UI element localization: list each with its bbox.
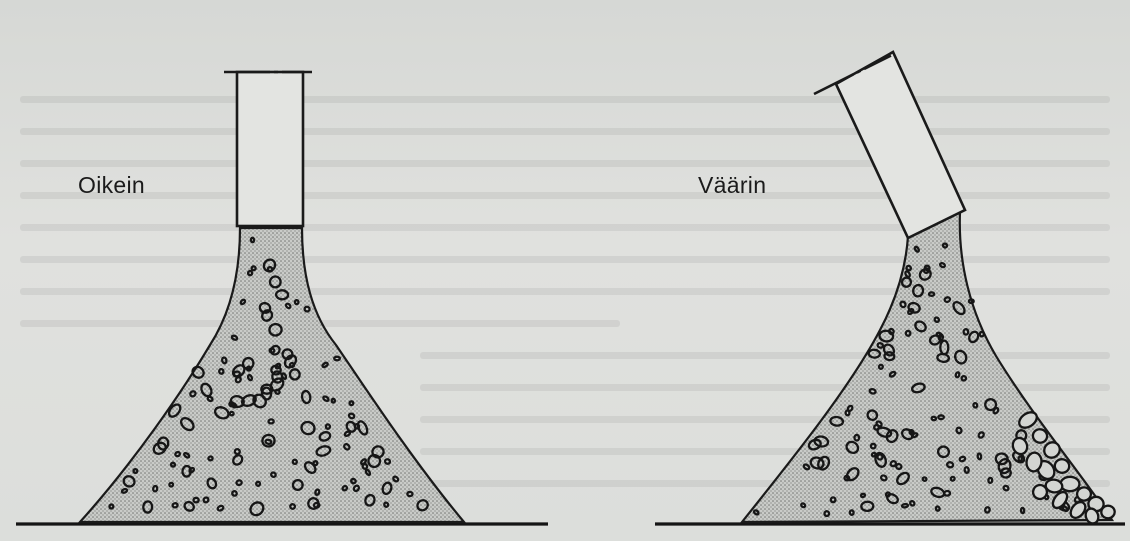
label-wrong: Väärin bbox=[698, 172, 766, 199]
segregated-stone bbox=[1100, 505, 1115, 519]
segregated-stone bbox=[1061, 477, 1080, 491]
chute-pipe-right bbox=[836, 52, 965, 238]
label-correct: Oikein bbox=[78, 172, 145, 199]
chute-pipe-left bbox=[237, 72, 303, 226]
segregated-stone bbox=[1045, 479, 1063, 494]
correct-pour-diagram bbox=[16, 72, 548, 524]
